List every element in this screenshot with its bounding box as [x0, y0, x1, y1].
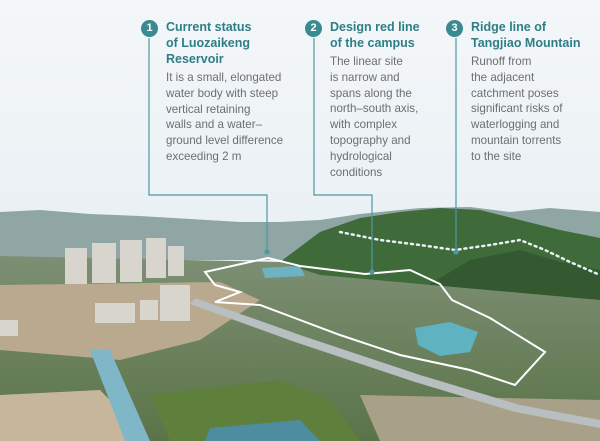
- annotation-title: Ridge line of Tangjiao Mountain: [471, 20, 581, 50]
- ridge-line: [338, 230, 600, 277]
- canal: [90, 350, 150, 441]
- annotation-body: The linear site is narrow and spans alon…: [330, 55, 419, 179]
- number-badge: 3: [446, 20, 463, 37]
- annotation-reservoir: 1 Current status of Luozaikeng Reservoir…: [141, 19, 301, 165]
- lower-water: [205, 420, 320, 441]
- wetland: [150, 380, 360, 441]
- pond: [415, 322, 478, 356]
- buildings: [0, 238, 190, 336]
- leader-line-2: [313, 38, 373, 270]
- annotation-body: Runoff from the adjacent catchment poses…: [471, 55, 563, 163]
- annotation-body: It is a small, elongated water body with…: [166, 71, 284, 163]
- lower-right-land: [360, 395, 600, 441]
- annotation-title: Design red line of the campus: [330, 20, 420, 50]
- annotation-ridge-line: 3 Ridge line of Tangjiao Mountain Runoff…: [446, 19, 596, 165]
- number-badge: 2: [305, 20, 322, 37]
- leader-line-1: [148, 38, 268, 250]
- highway: [190, 298, 600, 428]
- reservoir: [262, 266, 305, 278]
- campus-design-red-line: [203, 256, 547, 387]
- number-badge: 1: [141, 20, 158, 37]
- annotation-design-red-line: 2 Design red line of the campus The line…: [305, 19, 440, 180]
- leader-lines: [148, 38, 459, 275]
- annotation-title: Current status of Luozaikeng Reservoir: [166, 20, 252, 66]
